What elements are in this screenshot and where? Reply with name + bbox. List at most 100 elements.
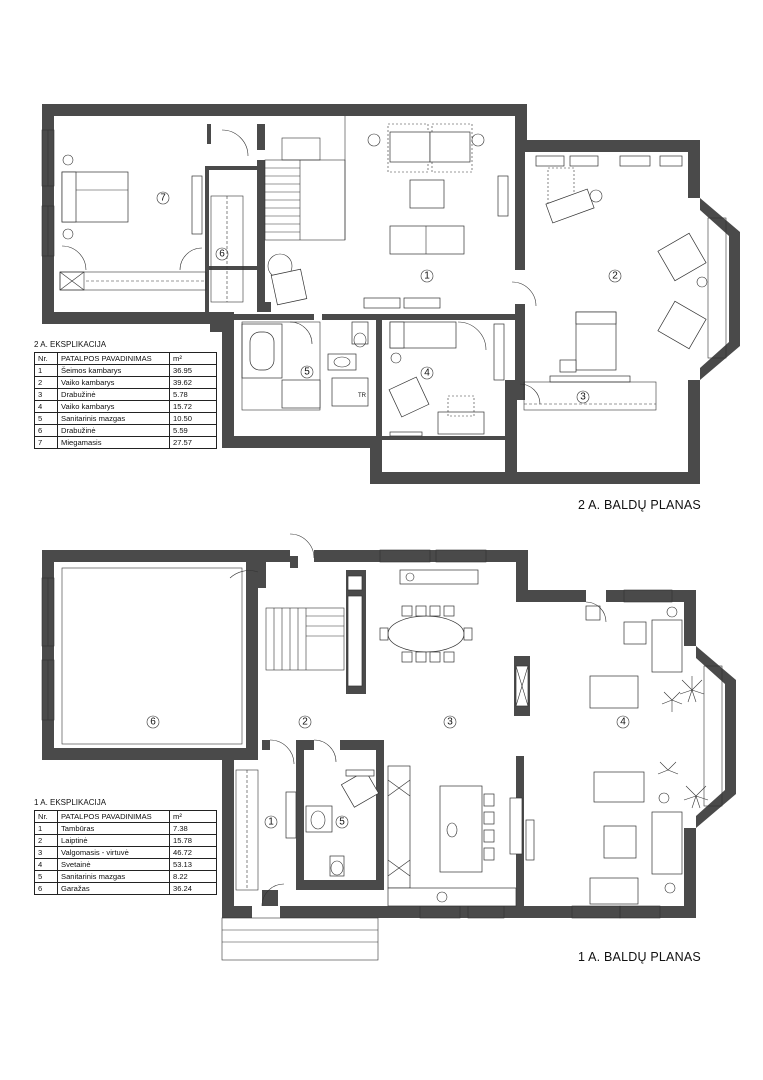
table-cell: 10.50	[169, 412, 217, 425]
table-cell: Svetainė	[57, 858, 170, 871]
lower-room-5-wc	[305, 739, 380, 877]
room-label: 3	[580, 392, 586, 403]
lower-room-4-living-room	[509, 601, 709, 905]
room-label: 1	[424, 271, 430, 282]
table-cell: 7	[34, 436, 58, 449]
table-cell: 27.57	[169, 436, 217, 449]
table-cell: Sanitarinis mazgas	[57, 870, 170, 883]
upper-room-4-child-room	[388, 321, 505, 437]
room-label: 6	[219, 249, 225, 260]
table-cell: 5.59	[169, 424, 217, 437]
header-cell: m²	[169, 352, 217, 365]
table-cell: 36.95	[169, 364, 217, 377]
room-label: 6	[150, 717, 156, 728]
table-cell: 46.72	[169, 846, 217, 859]
table-cell: Šeimos kambarys	[57, 364, 170, 377]
table-cell: 15.78	[169, 834, 217, 847]
lower-room-3-dining-kitchen	[347, 569, 529, 907]
table-cell: Vaiko kambarys	[57, 376, 170, 389]
radiator-mark: TR	[358, 393, 367, 399]
upper-plan-title: 2 A. BALDŲ PLANAS	[578, 498, 701, 512]
upper-room-6-wardrobe	[210, 195, 244, 303]
room-label: 3	[447, 717, 453, 728]
upper-explication: 2 A. EKSPLIKACIJA Nr. PATALPOS PAVADINIM…	[34, 340, 217, 449]
table-cell: 4	[34, 858, 58, 871]
table-cell: 5	[34, 870, 58, 883]
table-cell: 36.24	[169, 882, 217, 895]
upper-room-5-bathroom: TR	[241, 321, 369, 411]
table-cell: 2	[34, 376, 58, 389]
table-cell: Vaiko kambarys	[57, 400, 170, 413]
table-cell: 3	[34, 388, 58, 401]
table-cell: 8.22	[169, 870, 217, 883]
table-cell: Valgomasis - virtuvė	[57, 846, 170, 859]
table-cell: 2	[34, 834, 58, 847]
lower-stairs	[229, 533, 345, 671]
header-cell: PATALPOS PAVADINIMAS	[57, 810, 170, 823]
room-label: 2	[302, 717, 308, 728]
table-cell: 1	[34, 364, 58, 377]
table-cell: Tambūras	[57, 822, 170, 835]
table-header-row: Nr. PATALPOS PAVADINIMAS m²	[34, 352, 217, 365]
table-cell: 7.38	[169, 822, 217, 835]
table-cell: Garažas	[57, 882, 170, 895]
upper-explication-title: 2 A. EKSPLIKACIJA	[34, 340, 107, 349]
table-cell: 3	[34, 846, 58, 859]
room-label: 4	[620, 717, 626, 728]
lower-explication-title: 1 A. EKSPLIKACIJA	[34, 798, 107, 807]
table-cell: Drabužinė	[57, 388, 170, 401]
room-label: 1	[268, 817, 274, 828]
table-cell: 1	[34, 822, 58, 835]
upper-floor-plan: TR 1 2 3 4 5 6 7	[41, 104, 740, 484]
lower-explication: 1 A. EKSPLIKACIJA Nr. PATALPOS PAVADINIM…	[34, 798, 217, 895]
upper-room-1-family-room	[221, 123, 537, 309]
lower-floor-plan: 1 2 3 4 5 6	[41, 533, 736, 961]
table-cell: 53.13	[169, 858, 217, 871]
table-cell: 39.62	[169, 376, 217, 389]
table-cell: 15.72	[169, 400, 217, 413]
lower-room-1-vestibule	[221, 739, 379, 961]
table-header-row: Nr. PATALPOS PAVADINIMAS m²	[34, 810, 217, 823]
table-cell: 5	[34, 412, 58, 425]
lower-plan-title: 1 A. BALDŲ PLANAS	[578, 950, 701, 964]
header-cell: m²	[169, 810, 217, 823]
table-cell: Laiptinė	[57, 834, 170, 847]
upper-room-2-child-room	[535, 155, 708, 383]
table-cell: Sanitarinis mazgas	[57, 412, 170, 425]
table-cell: 6	[34, 424, 58, 437]
lower-room-6-garage	[61, 567, 243, 745]
room-label: 7	[160, 193, 166, 204]
room-label: 2	[612, 271, 618, 282]
upper-room-3-wardrobe	[519, 381, 657, 411]
room-label: 4	[424, 368, 430, 379]
header-cell: PATALPOS PAVADINIMAS	[57, 352, 170, 365]
header-cell: Nr.	[34, 810, 58, 823]
header-cell: Nr.	[34, 352, 58, 365]
lower-room-labels: 1 2 3 4 5 6	[146, 715, 630, 829]
upper-room-7-bedroom	[59, 154, 207, 291]
table-cell: 4	[34, 400, 58, 413]
room-label: 5	[339, 817, 345, 828]
room-label: 5	[304, 367, 310, 378]
table-cell: 6	[34, 882, 58, 895]
upper-room-labels: 1 2 3 4 5 6 7	[156, 191, 622, 404]
table-cell: Drabužinė	[57, 424, 170, 437]
table-cell: 5.78	[169, 388, 217, 401]
